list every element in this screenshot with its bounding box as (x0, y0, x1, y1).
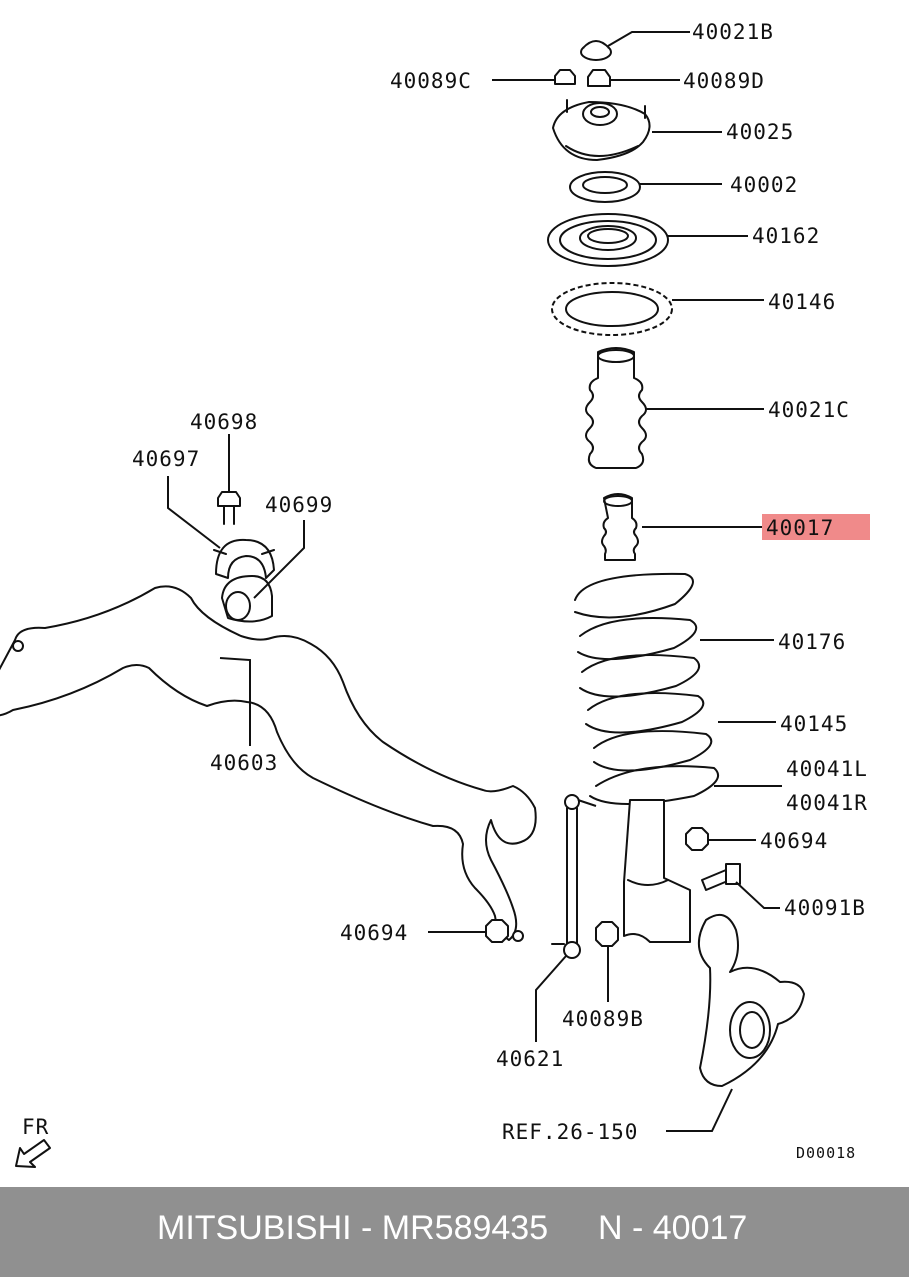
label-40021B: 40021B (692, 20, 774, 44)
cap-40021B (580, 40, 612, 61)
label-40603: 40603 (210, 751, 278, 775)
bump-stop-40017 (601, 493, 639, 561)
label-40699: 40699 (265, 493, 333, 517)
label-40089C: 40089C (390, 69, 472, 93)
label-40091B: 40091B (784, 896, 866, 920)
label-40694-left: 40694 (340, 921, 408, 945)
nut-40694-left (485, 919, 509, 943)
damper-40041 (623, 799, 691, 943)
label-40089D: 40089D (683, 69, 765, 93)
footer-ref-number: N - 40017 (598, 1209, 748, 1247)
nut-40089D (587, 69, 611, 87)
footer-bar: MITSUBISHI - MR589435 N - 40017 (0, 1187, 909, 1277)
dust-boot-40021C (585, 347, 647, 469)
nut-40694-right (685, 827, 709, 851)
front-arrow-icon (15, 1139, 51, 1168)
spring-seat-40162 (547, 213, 669, 267)
label-40089B: 40089B (562, 1007, 644, 1031)
stabilizer-bar-40603 (0, 585, 537, 942)
label-ref: REF.26-150 (502, 1120, 638, 1144)
label-40017: 40017 (766, 516, 834, 540)
label-40146: 40146 (768, 290, 836, 314)
label-40021C: 40021C (768, 398, 850, 422)
strut-mount-40025 (552, 99, 651, 161)
leader-40603 (219, 657, 251, 746)
leader-ref (666, 1088, 733, 1132)
footer-brand-part: MITSUBISHI - MR589435 (157, 1209, 549, 1247)
label-40698: 40698 (190, 410, 258, 434)
leader-40021B (607, 31, 690, 47)
nut-40089C (554, 69, 576, 85)
highlight-40017 (762, 514, 870, 540)
steering-knuckle (698, 913, 805, 1087)
bearing-40002 (569, 171, 641, 203)
spring-pad-40146 (551, 282, 673, 336)
label-40176: 40176 (778, 630, 846, 654)
leader-40621 (535, 955, 567, 1042)
label-40694-right: 40694 (760, 829, 828, 853)
leader-40041-link (577, 799, 597, 807)
coil-spring-40176 (574, 572, 719, 805)
drawing-code: D00018 (796, 1144, 856, 1162)
bolt-40698 (217, 491, 241, 525)
label-40002: 40002 (730, 173, 798, 197)
leader-40091B (735, 881, 780, 909)
bushing-40699 (221, 575, 273, 623)
label-40145: 40145 (780, 712, 848, 736)
bracket-40697 (213, 538, 275, 579)
label-40621: 40621 (496, 1047, 564, 1071)
parts-diagram: 40021B 40089C 40089D 40025 40002 40162 4… (0, 20, 870, 1168)
stabilizer-link-40621 (551, 794, 581, 959)
label-40697: 40697 (132, 447, 200, 471)
nut-40089B (595, 921, 619, 947)
label-40162: 40162 (752, 224, 820, 248)
bolt-40091B (701, 863, 741, 891)
label-front-marker: FR (22, 1115, 49, 1139)
label-40025: 40025 (726, 120, 794, 144)
leader-40699 (253, 520, 305, 599)
label-40041R: 40041R (786, 791, 868, 815)
leader-40697 (167, 476, 221, 549)
label-40041L: 40041L (786, 757, 868, 781)
